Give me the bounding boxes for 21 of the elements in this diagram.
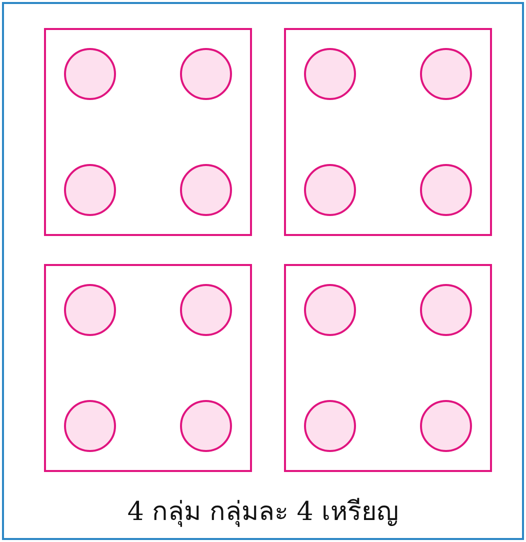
coin-circle <box>64 284 116 336</box>
coin-circle <box>304 400 356 452</box>
coin-circle <box>64 400 116 452</box>
caption: 4 กลุ่ม กลุ่มละ 4 เหรียญ <box>127 496 399 529</box>
coin-circle <box>180 164 232 216</box>
coin-circle <box>64 48 116 100</box>
group-box <box>284 28 492 236</box>
group-box <box>284 264 492 472</box>
coin-circle <box>304 164 356 216</box>
group-box <box>44 28 252 236</box>
coin-circle <box>420 164 472 216</box>
group-box <box>44 264 252 472</box>
coin-circle <box>304 284 356 336</box>
coin-circle <box>304 48 356 100</box>
coin-circle <box>64 164 116 216</box>
coin-circle <box>180 284 232 336</box>
coin-circle <box>180 400 232 452</box>
coin-circle <box>420 48 472 100</box>
coin-circle <box>420 400 472 452</box>
coin-circle <box>180 48 232 100</box>
coin-circle <box>420 284 472 336</box>
